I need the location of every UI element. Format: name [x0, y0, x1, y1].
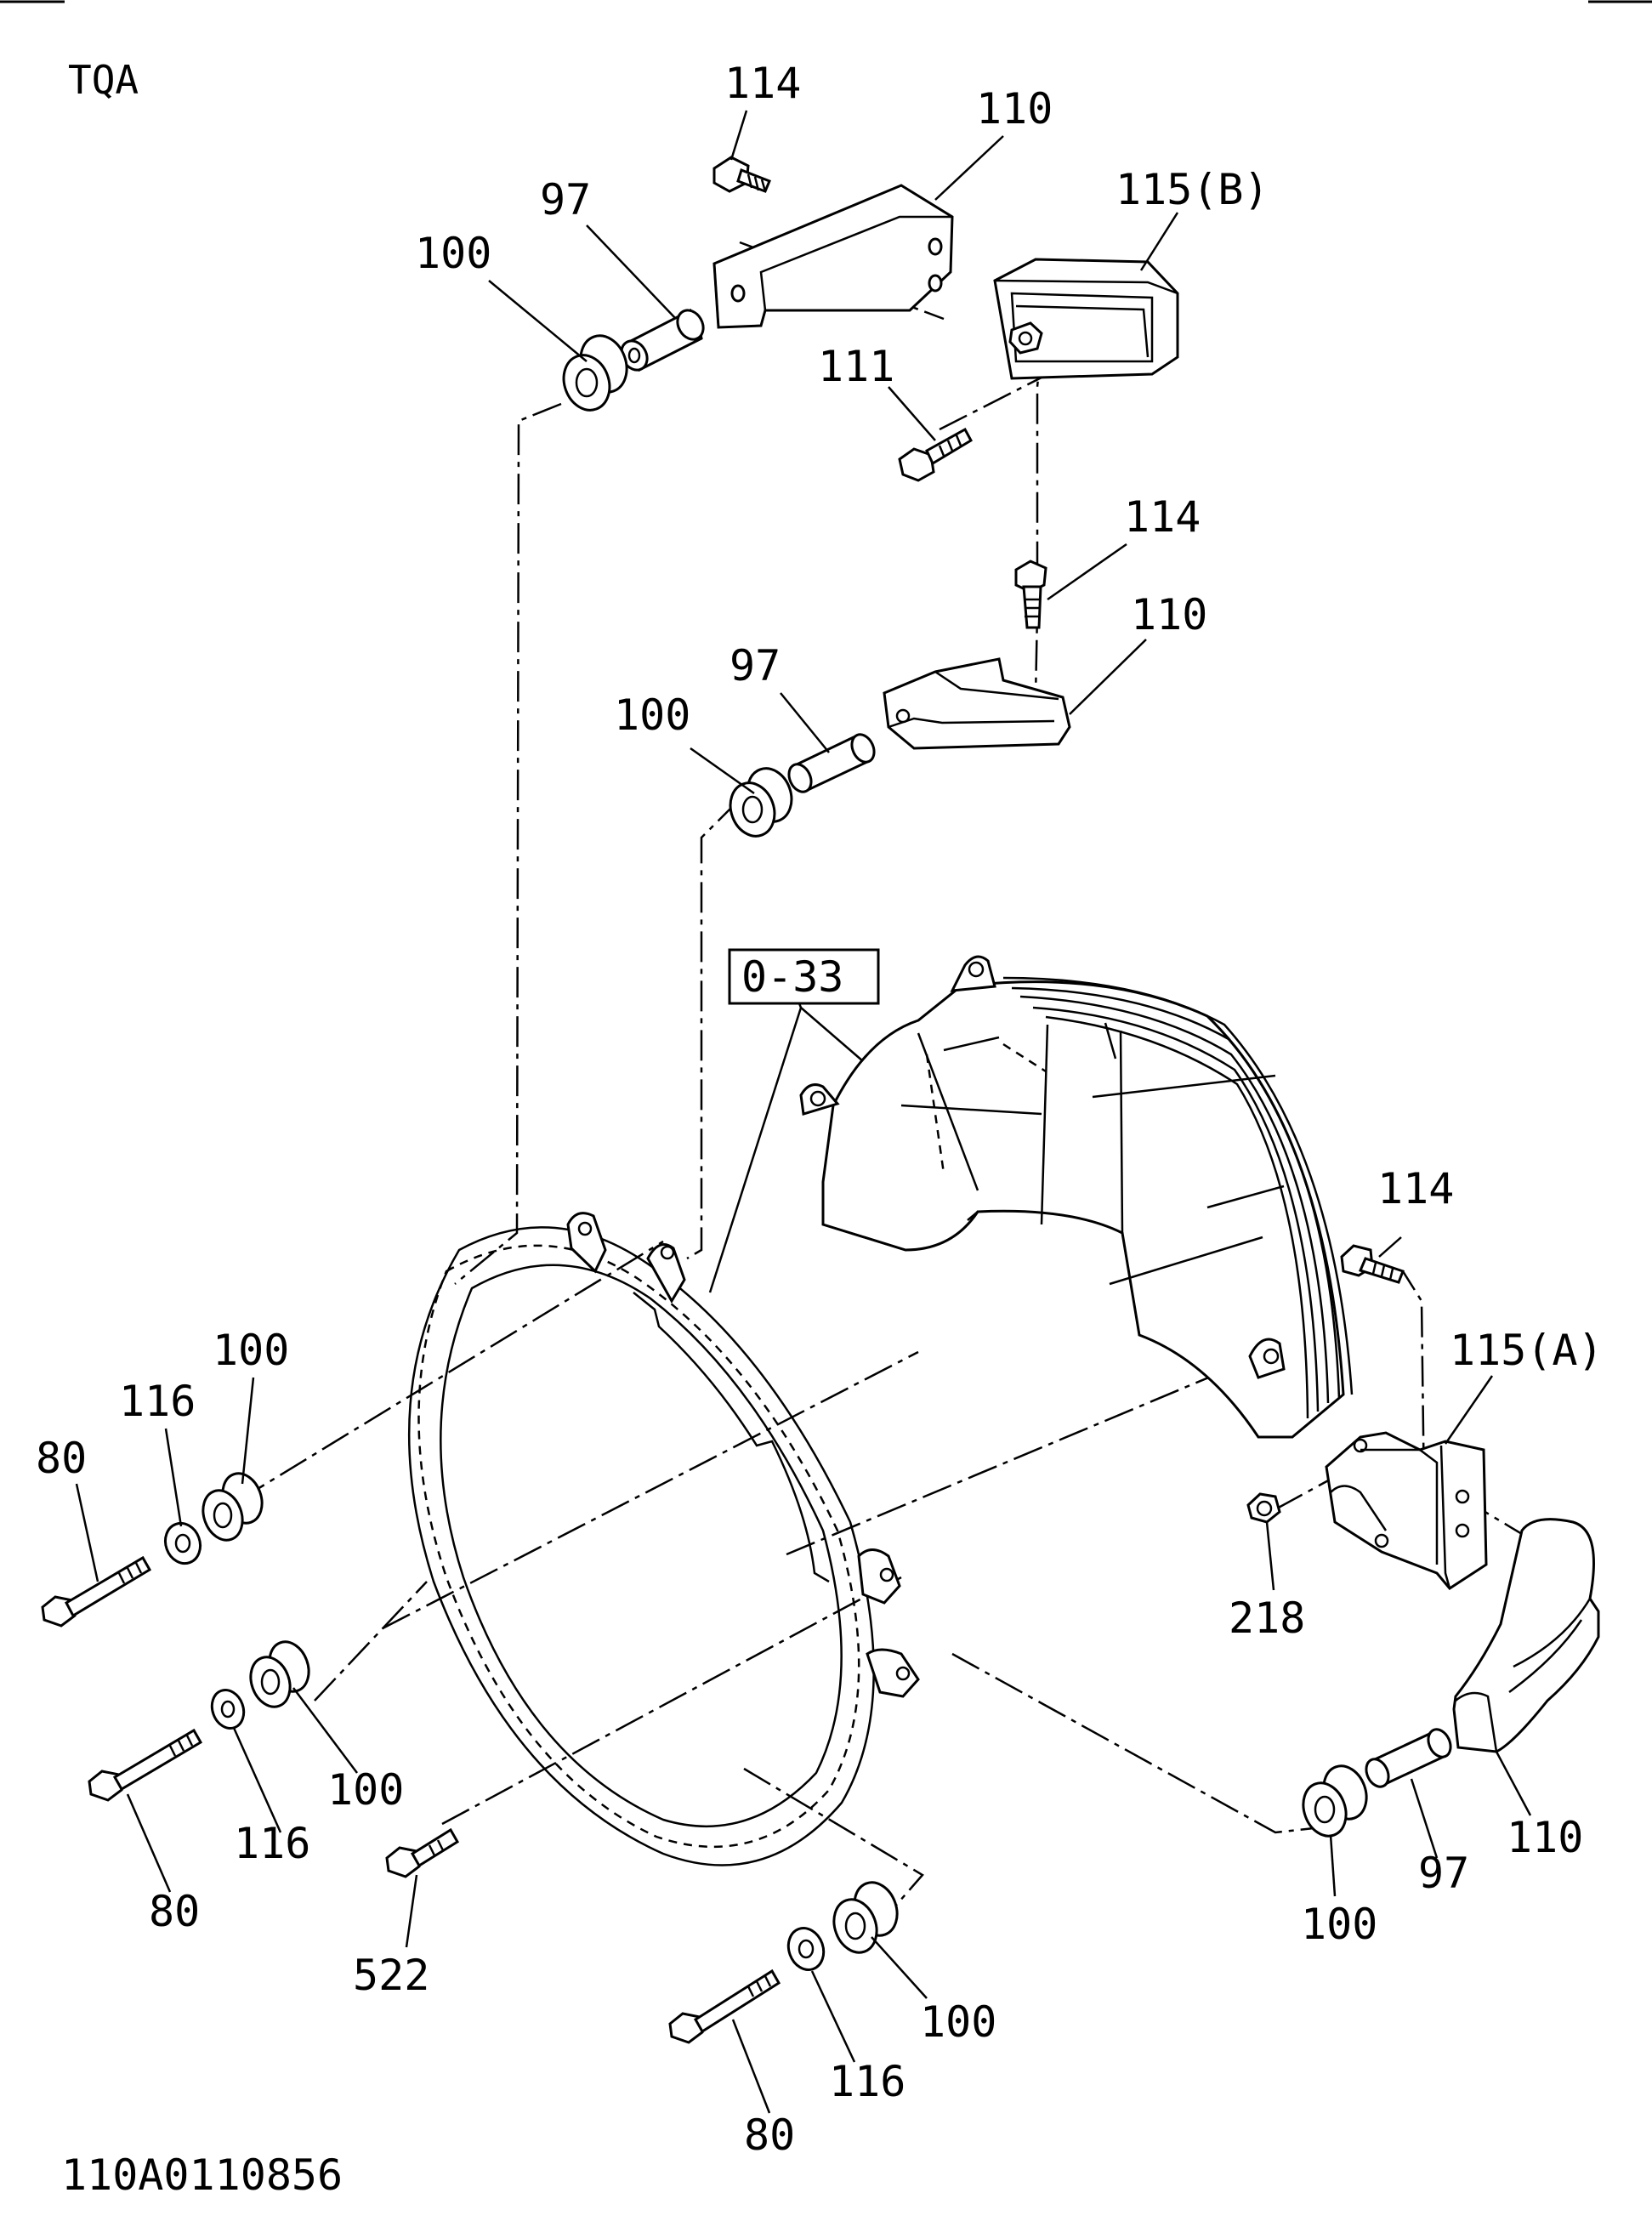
bolt-114-top	[712, 156, 771, 193]
callout-522: 522	[353, 1951, 429, 2000]
bushing-100-mid	[729, 767, 793, 838]
bolt-111	[898, 427, 973, 482]
callout-116-lower: 116	[234, 1819, 310, 1868]
model-code: TQA	[68, 57, 139, 103]
cover-115b	[993, 258, 1179, 380]
callout-115a: 115(A)	[1450, 1326, 1604, 1375]
bushing-100-right	[1302, 1764, 1368, 1838]
reference-box-label: 0-33	[741, 952, 843, 1002]
leader-lines	[75, 110, 1532, 2114]
callout-100-bottom: 100	[920, 1997, 996, 2047]
callout-100-left: 100	[213, 1326, 289, 1375]
fan-shroud-ring	[407, 1212, 920, 1866]
bushing-100-top	[562, 334, 628, 412]
bolt-522	[385, 1827, 460, 1878]
callout-80-left: 80	[36, 1434, 87, 1483]
reference-box: 0-33	[728, 948, 880, 1005]
washer-116-lower	[210, 1689, 246, 1730]
callout-116-left: 116	[119, 1377, 196, 1426]
bracket-110-mid	[883, 657, 1071, 750]
bracket-115a	[1325, 1431, 1488, 1590]
collar-97-top	[620, 309, 705, 372]
fan-shroud-upper	[799, 955, 1354, 1439]
callout-111: 111	[818, 342, 894, 391]
bolt-114-right	[1340, 1244, 1405, 1284]
callout-100-mid: 100	[614, 690, 690, 740]
callout-218: 218	[1229, 1594, 1305, 1643]
callout-80-bottom: 80	[744, 2111, 795, 2160]
callout-116-bottom: 116	[829, 2057, 905, 2106]
drawing-number: 110A0110856	[61, 2150, 343, 2200]
callout-97-top: 97	[540, 175, 591, 224]
callout-114-right: 114	[1377, 1164, 1454, 1213]
bolt-114-mid	[1014, 560, 1047, 629]
callout-115b: 115(B)	[1116, 165, 1269, 214]
bolt-80-lower	[88, 1728, 203, 1802]
collar-97-right	[1365, 1728, 1452, 1788]
callout-100-top: 100	[415, 229, 491, 278]
callout-110-mid: 110	[1131, 590, 1207, 639]
bushing-100-lower	[249, 1640, 310, 1708]
bolt-80-left	[41, 1555, 152, 1628]
callout-100-lower: 100	[327, 1765, 404, 1815]
callout-114-mid: 114	[1124, 492, 1201, 542]
callout-110-top: 110	[976, 84, 1053, 134]
nut-218	[1246, 1492, 1281, 1524]
washer-116-bottom	[786, 1927, 826, 1971]
bracket-110-top	[712, 184, 954, 329]
collar-97-mid	[787, 733, 876, 793]
callout-110-right: 110	[1507, 1813, 1583, 1862]
bolt-80-bottom	[668, 1969, 781, 2044]
callout-100-right: 100	[1301, 1900, 1377, 1949]
callout-labels: 114 110 115(B) 97 100 111 114 110 97 100…	[36, 59, 1604, 2160]
washer-116-left	[163, 1521, 202, 1565]
callout-97-mid: 97	[729, 641, 781, 690]
callout-97-right: 97	[1418, 1849, 1469, 1898]
bracket-110-right	[1452, 1518, 1600, 1753]
callout-80-lower: 80	[149, 1887, 200, 1936]
bushing-100-left	[202, 1472, 264, 1542]
callout-114-top: 114	[724, 59, 801, 108]
bushing-100-bottom	[832, 1881, 899, 1954]
